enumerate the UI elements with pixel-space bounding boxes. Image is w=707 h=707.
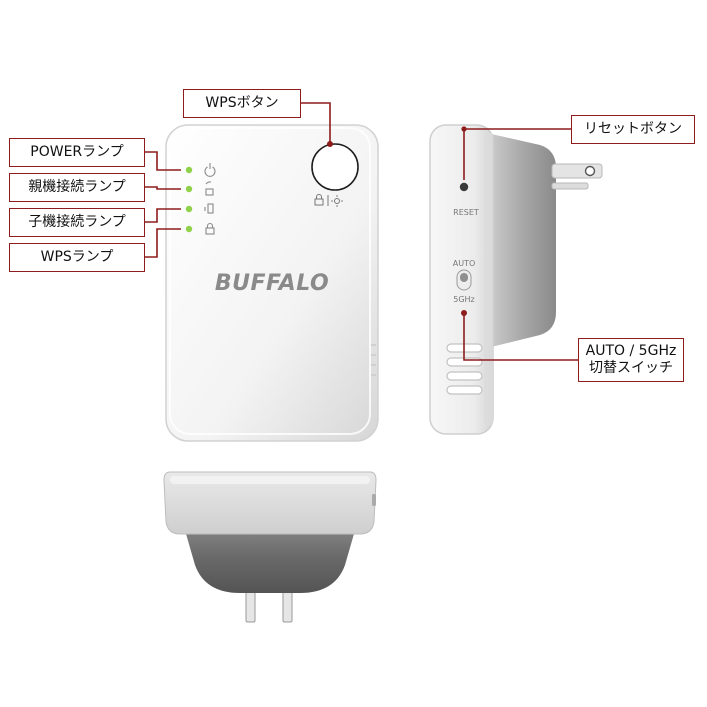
device-icon (204, 203, 214, 214)
top-plug-dome (182, 520, 358, 593)
front-vents (371, 344, 376, 376)
parent-led (185, 185, 193, 193)
label-wps-button: WPSボタン (183, 89, 301, 118)
reset-text: RESET (453, 208, 479, 217)
power-icon (204, 163, 216, 177)
reset-hole[interactable] (459, 182, 469, 192)
side-view: RESET AUTO 5GHz (429, 124, 603, 435)
router-icon (205, 181, 214, 196)
label-power-lamp: POWERランプ (9, 138, 145, 167)
plug-block (487, 133, 556, 348)
plug-prongs (551, 163, 603, 190)
brand-logo: BUFFALO (215, 271, 329, 296)
wps-led (185, 225, 193, 233)
label-auto-5ghz-line1: AUTO / 5GHz (585, 342, 677, 359)
power-led (185, 166, 193, 174)
auto-text: AUTO (453, 259, 476, 268)
front-view: BUFFALO (165, 124, 379, 442)
lock-icon (205, 222, 215, 235)
child-led (185, 205, 193, 213)
top-view (163, 471, 377, 623)
ghz-text: 5GHz (453, 295, 475, 304)
front-body (165, 124, 379, 442)
wps-button[interactable] (311, 143, 359, 191)
wps-button-icons (314, 194, 343, 207)
top-rim (163, 471, 377, 535)
label-auto-5ghz-line2: 切替スイッチ (589, 360, 673, 376)
label-auto-5ghz-switch: AUTO / 5GHz 切替スイッチ (578, 338, 684, 382)
label-reset-button: リセットボタン (571, 115, 695, 144)
label-parent-connection-lamp: 親機接続ランプ (9, 173, 145, 202)
callout-dots (327, 126, 467, 316)
label-child-connection-lamp: 子機接続ランプ (9, 208, 145, 237)
label-wps-lamp: WPSランプ (9, 243, 145, 272)
callout-lines (145, 102, 578, 361)
